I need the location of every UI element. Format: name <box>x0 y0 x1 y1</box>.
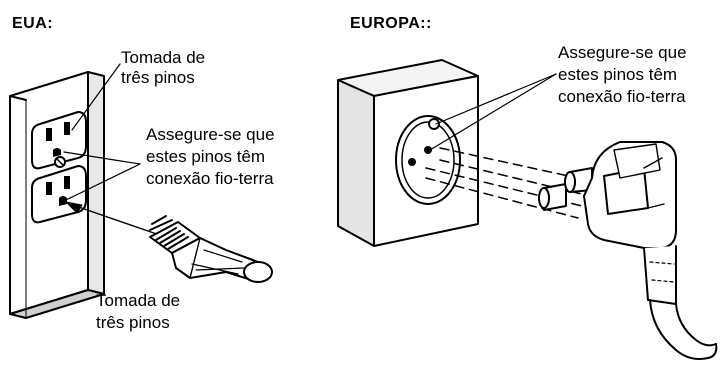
usa-plug-label: Tomada de três pinos <box>96 291 181 332</box>
eu-socket-box <box>337 59 479 247</box>
usa-ground-note: Assegure-se que estes pinos têm conexão … <box>146 125 275 188</box>
eu-plug <box>538 141 718 360</box>
europe-ground-note: Assegure-se que estes pinos têm conexão … <box>558 43 687 106</box>
us-outlet-upper <box>31 111 87 170</box>
usa-heading: EUA: <box>12 15 54 32</box>
us-plug <box>149 215 273 283</box>
europe-heading: EUROPA:: <box>350 15 432 32</box>
usa-socket-label: Tomada de três pinos <box>121 48 206 87</box>
